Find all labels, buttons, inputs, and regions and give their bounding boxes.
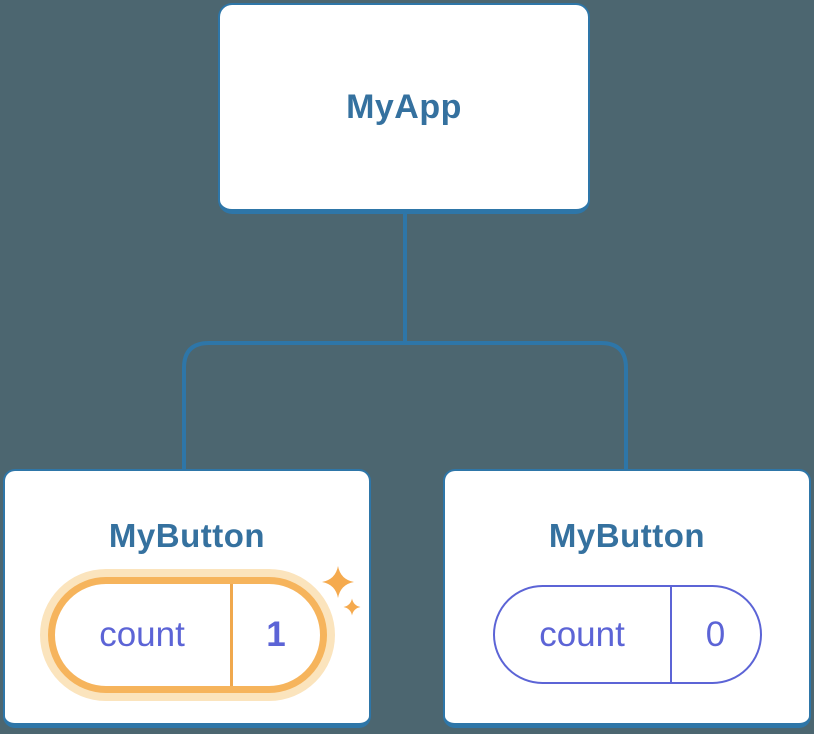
state-value: 0 bbox=[669, 587, 760, 682]
button-node-label: MyButton bbox=[548, 517, 706, 554]
app-node: MyApp bbox=[218, 3, 590, 214]
button-node-updated: MyButton count 1 bbox=[3, 469, 371, 728]
state-key-label: count bbox=[99, 615, 185, 654]
state-pill: count 0 bbox=[492, 585, 762, 684]
sparkles-icon bbox=[322, 566, 361, 616]
state-value: 1 bbox=[229, 584, 320, 686]
button-node-initial: MyButton count 0 bbox=[443, 469, 811, 728]
state-pill-highlighted: count 1 bbox=[47, 577, 327, 693]
app-node-label: MyApp bbox=[346, 88, 462, 126]
connector-branch bbox=[182, 341, 628, 472]
button-node-label: MyButton bbox=[108, 517, 266, 554]
state-key-label: count bbox=[539, 614, 625, 654]
